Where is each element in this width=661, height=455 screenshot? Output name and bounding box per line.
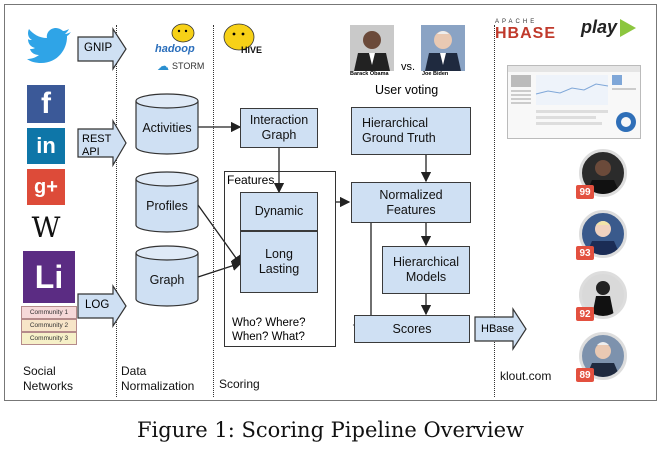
graph-label: Graph xyxy=(149,273,185,287)
storm-cloud-icon: ☁ xyxy=(157,59,169,73)
klout-score-2: 93 xyxy=(576,246,594,260)
profiles-store: Profiles xyxy=(135,171,199,233)
voting-name-1: Barack Obama xyxy=(350,71,389,77)
klout-score-1: 99 xyxy=(576,185,594,199)
gnip-arrow xyxy=(77,26,127,72)
apache-hbase-logo: APACHE HBASE xyxy=(495,19,565,47)
normalized-features-box: Normalized Features xyxy=(351,182,471,223)
dynamic-box: Dynamic xyxy=(240,192,318,231)
hierarchical-ground-truth-box: Hierarchical Ground Truth xyxy=(351,107,471,155)
divider-scoring xyxy=(494,25,495,397)
user-voting-label: User voting xyxy=(375,83,439,97)
voting-vs: vs. xyxy=(401,61,416,73)
rest-api-label: REST API xyxy=(82,133,112,159)
log-arrow xyxy=(77,283,127,329)
google-plus-icon: g+ xyxy=(27,169,65,205)
hadoop-logo: hadoop xyxy=(153,21,211,57)
community-3: Community 3 xyxy=(21,332,77,345)
profiles-label: Profiles xyxy=(146,199,188,213)
graph-store: Graph xyxy=(135,245,199,307)
connector-layer xyxy=(77,26,527,352)
apache-wordmark: APACHE xyxy=(495,19,538,25)
interaction-graph-box: Interaction Graph xyxy=(240,108,318,148)
figure-caption: Figure 1: Scoring Pipeline Overview xyxy=(136,418,524,442)
gnip-label: GNIP xyxy=(84,42,113,54)
play-wordmark: play xyxy=(581,17,618,37)
activities-store: Activities xyxy=(135,93,199,155)
play-triangle-icon xyxy=(620,18,637,37)
edge-graph-longlasting xyxy=(197,260,243,278)
hive-wordmark: HIVE xyxy=(241,45,263,55)
hbase-arrow-label: HBase xyxy=(481,323,515,335)
klout-dashboard-thumbnail xyxy=(507,65,641,139)
long-lasting-box: Long Lasting xyxy=(240,231,318,293)
voting-name-2: Joe Biden xyxy=(422,71,449,77)
features-label: Features xyxy=(227,173,275,187)
divider-data xyxy=(213,25,214,397)
edge-profiles-longlasting xyxy=(197,204,242,267)
wikipedia-icon: W xyxy=(31,210,61,244)
community-1: Community 1 xyxy=(21,306,77,319)
log-label: LOG xyxy=(85,299,110,311)
facebook-icon: f xyxy=(27,85,65,123)
rest-arrow xyxy=(77,118,127,168)
divider-social xyxy=(116,25,117,397)
voting-photo-2 xyxy=(421,25,465,71)
klout-score-4: 89 xyxy=(576,368,594,382)
data-normalization-label: Data Normalization xyxy=(121,364,195,393)
hive-logo: HIVE xyxy=(219,19,263,59)
scoring-label: Scoring xyxy=(219,377,260,391)
voting-photo-1 xyxy=(350,25,394,71)
hadoop-wordmark: hadoop xyxy=(155,43,195,55)
hierarchical-models-box: Hierarchical Models xyxy=(382,246,470,294)
linkedin-icon: in xyxy=(27,128,65,164)
klout-score-3: 92 xyxy=(576,307,594,321)
community-2: Community 2 xyxy=(21,319,77,332)
questions-label: Who? Where? When? What? xyxy=(232,317,306,344)
klout-label: klout.com xyxy=(500,369,552,383)
twitter-icon xyxy=(27,27,73,65)
hbase-arrow xyxy=(474,306,527,352)
hbase-wordmark: HBASE xyxy=(495,25,557,42)
play-logo: play xyxy=(581,17,637,38)
features-container xyxy=(224,171,336,347)
storm-logo: ☁ STORM xyxy=(157,59,205,73)
edge-normalized-scores xyxy=(352,223,372,331)
activities-label: Activities xyxy=(142,121,192,135)
scores-box: Scores xyxy=(354,315,470,343)
klout-li-icon: Li xyxy=(23,251,75,303)
social-networks-label: Social Networks xyxy=(23,364,74,393)
figure-frame: f in g+ W Li Community 1 Community 2 Com… xyxy=(4,4,657,401)
